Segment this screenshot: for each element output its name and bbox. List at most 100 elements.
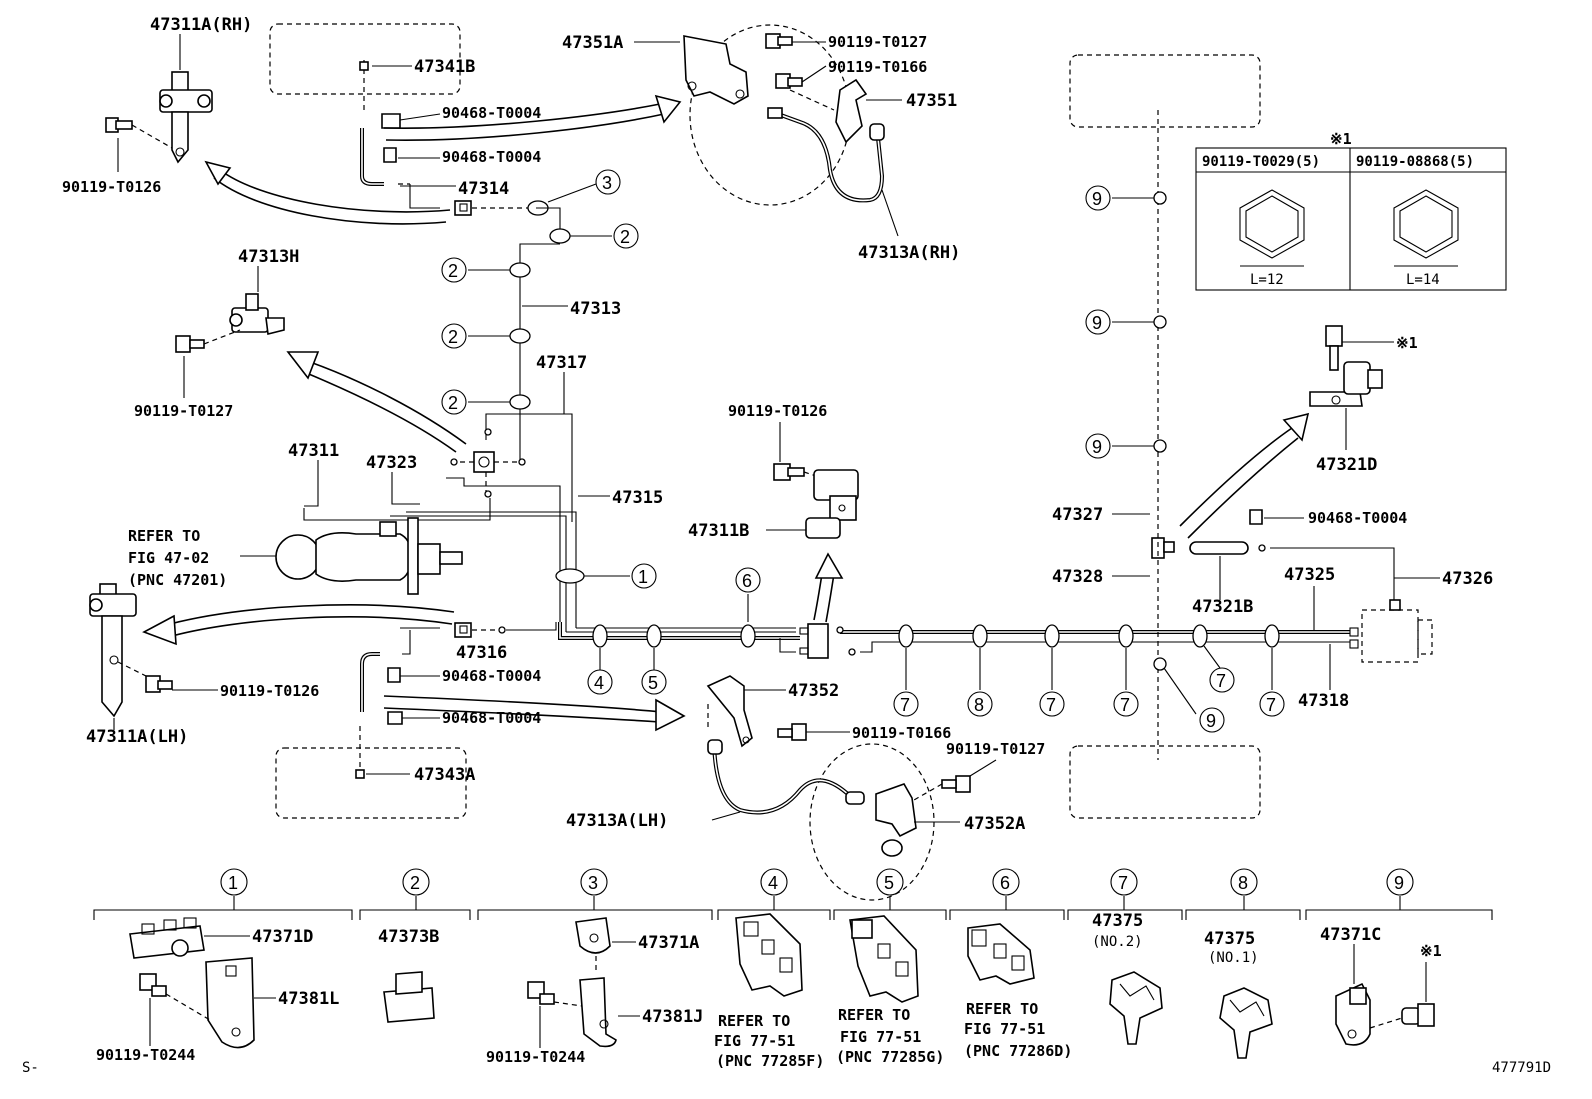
part-47314 xyxy=(454,200,472,216)
label-90119-T0127-c: 90119-T0127 xyxy=(946,740,1045,758)
legend-g5-line1: REFER TO xyxy=(838,1006,910,1024)
svg-text:2: 2 xyxy=(620,227,630,247)
label-47341B: 47341B xyxy=(414,57,475,77)
label-47317: 47317 xyxy=(536,353,587,373)
bolt-90119-T0127-b xyxy=(175,335,205,353)
legend-g6-line2: FIG 77-51 xyxy=(964,1020,1045,1038)
label-47351: 47351 xyxy=(906,91,957,111)
legend-g4-line1: REFER TO xyxy=(718,1012,790,1030)
svg-text:2: 2 xyxy=(448,393,458,413)
footer-left: S- xyxy=(22,1060,39,1076)
legend-callouts: 1 2 3 4 5 6 7 8 9 xyxy=(220,868,1414,896)
label-47351A: 47351A xyxy=(562,33,623,53)
legend-group-6 xyxy=(967,923,1035,985)
ref-fig-47-02-line1: REFER TO xyxy=(128,527,200,545)
svg-text:7: 7 xyxy=(1120,695,1130,715)
label-47352: 47352 xyxy=(788,681,839,701)
svg-text:4: 4 xyxy=(594,673,604,693)
label-47313A-lh: 47313A(LH) xyxy=(566,811,668,831)
legend-47381J: 47381J xyxy=(642,1007,703,1027)
svg-text:7: 7 xyxy=(900,695,910,715)
footer-figure-code: 477791D xyxy=(1492,1060,1551,1076)
legend-g4-line2: FIG 77-51 xyxy=(714,1032,795,1050)
part-47351 xyxy=(835,78,868,144)
part-4-way-joint xyxy=(807,623,829,659)
label-47343A: 47343A xyxy=(414,765,475,785)
part-47316 xyxy=(454,622,472,638)
label-90468-T0004-e: 90468-T0004 xyxy=(1308,509,1407,527)
bolt-90119-T0126-c xyxy=(145,675,173,693)
label-47313: 47313 xyxy=(570,299,621,319)
part-47317-joint xyxy=(473,451,495,473)
ref-fig-47-02-line2: FIG 47-02 xyxy=(128,549,209,567)
part-47311A-lh xyxy=(89,583,137,718)
label-47323: 47323 xyxy=(366,453,417,473)
legend-g4-line3: (PNC 77285F) xyxy=(716,1052,824,1070)
clip-4 xyxy=(592,624,608,648)
svg-text:2: 2 xyxy=(410,873,420,893)
part-47311B xyxy=(805,469,859,539)
clip-5 xyxy=(646,624,662,648)
svg-text:6: 6 xyxy=(1000,873,1010,893)
part-47313H xyxy=(229,293,285,335)
legend-47371D: 47371D xyxy=(252,927,313,947)
bolt-table-len2: L=14 xyxy=(1406,272,1440,288)
bolt-90119-T0166-b xyxy=(777,723,807,741)
label-47327: 47327 xyxy=(1052,505,1103,525)
label-47316: 47316 xyxy=(456,643,507,663)
label-90119-T0126-c: 90119-T0126 xyxy=(220,682,319,700)
legend-47371A: 47371A xyxy=(638,933,699,953)
svg-text:3: 3 xyxy=(602,173,612,193)
ref-fig-47-02-line3: (PNC 47201) xyxy=(128,571,227,589)
legend-group-4 xyxy=(735,913,803,997)
legend-g6-line3: (PNC 77286D) xyxy=(964,1042,1072,1060)
legend-47373B: 47373B xyxy=(378,927,439,947)
clip-9-a xyxy=(1153,191,1167,205)
legend-47375-no2: 47375 xyxy=(1092,911,1143,931)
svg-text:9: 9 xyxy=(1394,873,1404,893)
part-47352 xyxy=(706,675,753,748)
label-47318: 47318 xyxy=(1298,691,1349,711)
legend-47381L: 47381L xyxy=(278,989,339,1009)
legend-47371C: 47371C xyxy=(1320,925,1381,945)
legend-90119-T0244-b: 90119-T0244 xyxy=(486,1048,585,1066)
legend-group-8 xyxy=(1219,987,1273,1059)
svg-text:6: 6 xyxy=(742,571,752,591)
label-star1-47321D: ※1 xyxy=(1396,334,1418,352)
svg-text:3: 3 xyxy=(588,873,598,893)
label-47313A-rh: 47313A(RH) xyxy=(858,243,960,263)
label-47315: 47315 xyxy=(612,488,663,508)
svg-text:8: 8 xyxy=(974,695,984,715)
label-90119-T0126-a: 90119-T0126 xyxy=(62,178,161,196)
svg-text:9: 9 xyxy=(1206,711,1216,731)
label-47311: 47311 xyxy=(288,441,339,461)
legend-90119-T0244-a: 90119-T0244 xyxy=(96,1046,195,1064)
svg-text:9: 9 xyxy=(1092,189,1102,209)
legend-g5-line3: (PNC 77285G) xyxy=(836,1048,944,1066)
label-47314: 47314 xyxy=(458,179,509,199)
label-90119-T0126-b: 90119-T0126 xyxy=(728,402,827,420)
label-47321B: 47321B xyxy=(1192,597,1253,617)
part-47352A xyxy=(875,783,917,857)
svg-text:1: 1 xyxy=(638,567,648,587)
svg-text:7: 7 xyxy=(1118,873,1128,893)
svg-text:7: 7 xyxy=(1216,671,1226,691)
legend-star1: ※1 xyxy=(1420,942,1442,960)
label-90468-T0004-a: 90468-T0004 xyxy=(442,104,541,122)
legend-group-9 xyxy=(1335,944,1435,1046)
label-90119-T0127-b: 90119-T0127 xyxy=(134,402,233,420)
legend-47375-no1-sub: (NO.1) xyxy=(1208,950,1259,966)
svg-text:1: 1 xyxy=(228,873,238,893)
svg-text:8: 8 xyxy=(1238,873,1248,893)
label-90119-T0166-b: 90119-T0166 xyxy=(852,724,951,742)
legend-group-7 xyxy=(1109,971,1163,1045)
ref-area-bottom-right xyxy=(1069,745,1261,819)
bolt-table-len1: L=12 xyxy=(1250,272,1284,288)
label-90468-T0004-b: 90468-T0004 xyxy=(442,148,541,166)
label-47352A: 47352A xyxy=(964,814,1025,834)
label-47328: 47328 xyxy=(1052,567,1103,587)
label-90468-T0004-c: 90468-T0004 xyxy=(442,667,541,685)
bolt-90119-T0126-b xyxy=(773,463,805,481)
label-90119-T0127-a: 90119-T0127 xyxy=(828,33,927,51)
